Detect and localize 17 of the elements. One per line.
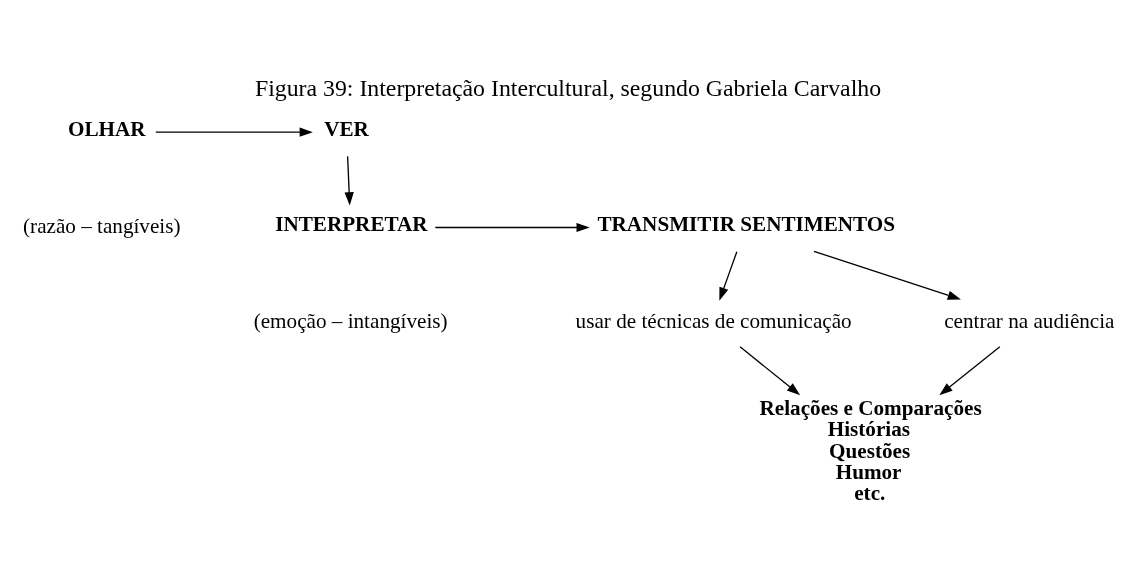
node-text: usar de técnicas de comunicação xyxy=(575,308,852,333)
arrow xyxy=(813,250,961,300)
node-text: Relações e Comparações Histórias Questões Humor etc. xyxy=(759,396,982,505)
label: (razão – tangíveis) xyxy=(23,213,181,238)
arrow xyxy=(719,251,738,301)
node-text: OLHAR xyxy=(68,116,146,141)
arrow xyxy=(344,155,354,206)
arrow xyxy=(155,127,313,137)
arrow xyxy=(434,222,590,233)
arrow xyxy=(739,346,801,396)
diagram-title: Figura 39: Interpretação Intercultural, segundo Gabriela Carvalho xyxy=(254,74,882,101)
node-text: INTERPRETAR xyxy=(275,212,428,237)
arrow xyxy=(939,346,1001,396)
node-text: centrar na audiência xyxy=(944,308,1115,333)
node-text: VER xyxy=(324,116,369,141)
label: (emoção – intangíveis) xyxy=(253,308,448,333)
node-text: TRANSMITIR SENTIMENTOS xyxy=(597,212,896,237)
